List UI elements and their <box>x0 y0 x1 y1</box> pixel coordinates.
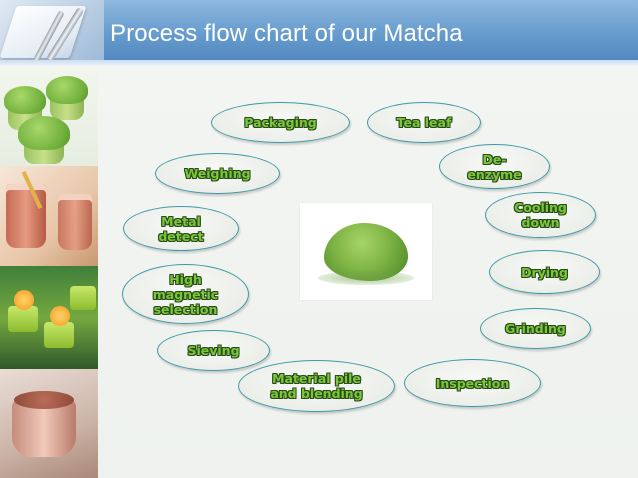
tableware-corner-image <box>0 0 104 66</box>
slide-title: Process flow chart of our Matcha <box>110 20 463 47</box>
node-de-enzyme: De- enzyme <box>439 144 550 189</box>
node-weighing: Weighing <box>155 153 280 194</box>
matcha-latte-photo <box>0 369 98 478</box>
node-high-magnetic-selection: High magnetic selection <box>122 264 249 324</box>
node-inspection: Inspection <box>404 359 541 407</box>
matcha-powder-image <box>300 203 432 300</box>
slide-header: Process flow chart of our Matcha <box>0 0 638 66</box>
node-packaging: Packaging <box>211 102 350 143</box>
node-sieving: Sieving <box>157 330 270 371</box>
matcha-powder-icon <box>318 223 414 285</box>
matcha-drink-photo <box>0 166 98 266</box>
node-grinding: Grinding <box>480 308 591 349</box>
node-tea-leaf: Tea leaf <box>367 102 481 143</box>
matcha-jelly-photo <box>0 266 98 369</box>
node-material-pile-blending: Material pile and blending <box>238 360 395 412</box>
node-cooling-down: Cooling down <box>485 192 596 238</box>
node-drying: Drying <box>489 250 600 294</box>
node-metal-detect: Metal detect <box>123 206 239 251</box>
left-photo-strip <box>0 66 98 478</box>
matcha-cupcakes-photo <box>0 66 98 166</box>
